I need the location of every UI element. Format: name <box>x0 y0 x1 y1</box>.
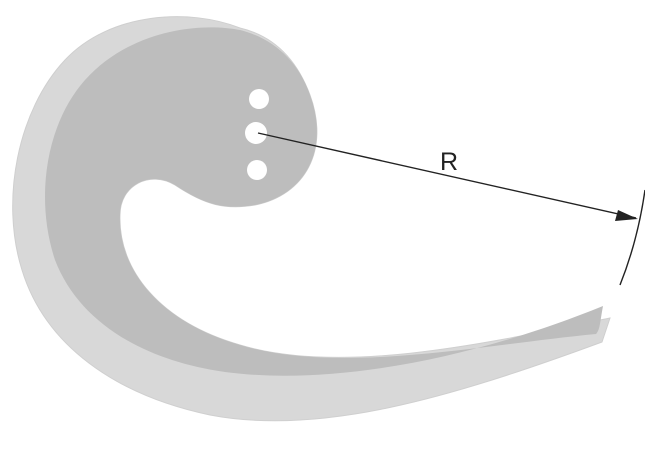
mounting-hole-top <box>249 89 269 109</box>
radius-label: R <box>440 148 458 176</box>
mounting-hole-bottom <box>247 160 267 180</box>
mounting-hole-center <box>245 122 267 144</box>
radius-arc <box>619 189 645 286</box>
radius-arrowhead <box>615 210 638 221</box>
blade-body <box>45 27 603 376</box>
radius-line <box>257 132 637 219</box>
